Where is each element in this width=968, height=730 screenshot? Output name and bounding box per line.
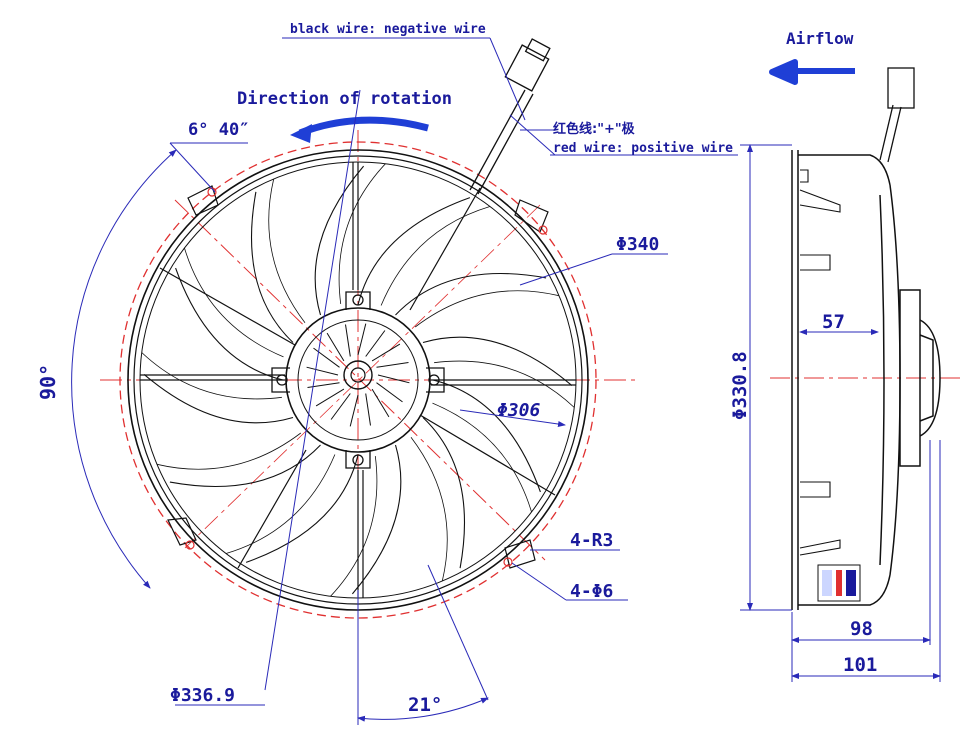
- side-3308-label: Φ330.8: [729, 351, 751, 420]
- fan-blade: [250, 191, 294, 343]
- fan-blade-edge: [338, 163, 386, 304]
- fan-blade: [422, 417, 466, 569]
- motor-shaft-outer: [343, 360, 373, 390]
- side-housing: [791, 150, 941, 610]
- side-dimension-lines: [740, 144, 941, 682]
- fan-blade-edge: [141, 352, 282, 400]
- angle-top-label: 6° 40″: [188, 120, 249, 140]
- hub-fin: [349, 394, 359, 427]
- fan-blade: [351, 444, 402, 595]
- fan-blade-edge: [330, 456, 378, 597]
- rotation-arrowhead: [290, 124, 312, 143]
- wire-harness: [469, 38, 551, 195]
- fan-blade: [169, 444, 321, 488]
- label-sticker-icon: [817, 564, 861, 602]
- fan-blade-edge: [432, 402, 532, 513]
- side-wire: [879, 67, 915, 163]
- front-view: [71, 37, 738, 725]
- hub-fin: [315, 388, 345, 407]
- angle-21-label: 21°: [408, 694, 442, 716]
- fan-blade-edge: [410, 436, 448, 582]
- airflow-label: Airflow: [786, 29, 854, 48]
- fan-blade: [357, 197, 471, 306]
- hub-fin: [365, 393, 371, 426]
- hub-fin: [371, 343, 401, 362]
- fan-blade: [245, 454, 359, 563]
- angle-90-label: 90°: [36, 364, 60, 400]
- frame-spokes: [140, 162, 576, 598]
- fan-blades: [141, 163, 575, 597]
- hub-inner: [297, 319, 419, 441]
- hub-fin: [306, 366, 339, 376]
- fan-blade: [314, 165, 365, 316]
- mounting-hole-icon: [167, 517, 197, 550]
- dia-340-label: Φ340: [616, 234, 659, 255]
- mounting-hole-icon: [514, 199, 549, 235]
- fan-blade: [175, 267, 284, 381]
- direction-label: Direction of rotation: [237, 89, 452, 109]
- side-101-label: 101: [843, 654, 877, 676]
- labels: black wire: negative wire Direction of r…: [36, 22, 877, 716]
- fan-blade-edge: [184, 247, 284, 358]
- mounting-hole-icon: [503, 539, 536, 569]
- hub-fin: [365, 330, 386, 357]
- hub-fin: [376, 382, 403, 403]
- dia-306-label: Φ306: [497, 400, 541, 421]
- hub-fin: [307, 382, 340, 388]
- hub-fin: [371, 388, 390, 418]
- hub-fin: [345, 324, 351, 357]
- hub-fin: [377, 374, 410, 384]
- hub-fin: [357, 323, 367, 356]
- rotation-arrow-icon: [298, 116, 429, 137]
- dia-3369-label: Φ336.9: [170, 685, 235, 706]
- fan-blade: [422, 336, 573, 387]
- mount-circle: [119, 141, 597, 619]
- hub-fin: [326, 332, 345, 362]
- fan-blade: [395, 272, 547, 316]
- fan-blade-edge: [434, 360, 575, 408]
- fan-blade-edge: [156, 432, 302, 470]
- fan-blade: [432, 379, 541, 493]
- side-view: [740, 59, 960, 682]
- hub-fin: [376, 362, 409, 368]
- fan-blade-edge: [268, 178, 306, 324]
- motor-shaft: [350, 367, 366, 383]
- fan-blade-edge: [380, 206, 491, 306]
- diagonal-centerline: [174, 199, 546, 561]
- r3-label: 4-R3: [570, 530, 613, 551]
- side-57-label: 57: [822, 311, 845, 333]
- side-98-label: 98: [850, 618, 873, 640]
- fan-blade-edge: [225, 454, 336, 554]
- hub-fin: [330, 393, 351, 420]
- hub-outer: [285, 307, 431, 453]
- side-clips: [799, 169, 841, 556]
- red-wire-en-label: red wire: positive wire: [553, 141, 733, 156]
- dimension-lines: [71, 37, 738, 725]
- fan-blade-edge: [414, 290, 560, 328]
- hub-mount-tabs: [271, 291, 445, 469]
- airflow-arrow-icon: [769, 59, 855, 85]
- hole6-label: 4-Φ6: [570, 581, 613, 602]
- red-wire-cn-label: 红色线:"+"极: [553, 121, 636, 137]
- hub-fins: [306, 323, 410, 427]
- hub-fin: [313, 347, 340, 368]
- black-wire-label: black wire: negative wire: [290, 22, 486, 37]
